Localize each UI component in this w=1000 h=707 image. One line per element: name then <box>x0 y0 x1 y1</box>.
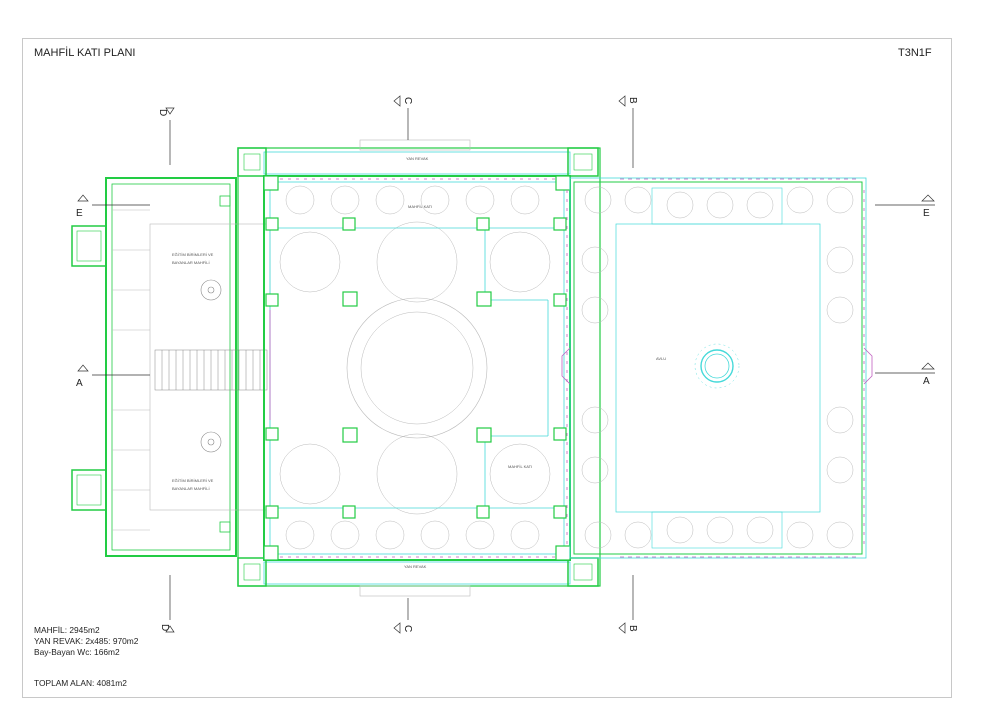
staircase <box>154 349 268 391</box>
fountain <box>700 349 734 383</box>
room-label: BAYANLAR MAHFİLİ <box>172 260 210 265</box>
left-annex <box>71 177 271 557</box>
room-label: MAHFİL KATI <box>408 204 432 209</box>
section-e-right: E <box>923 208 930 219</box>
wc-area: Bay-Bayan Wc: 166m2 <box>34 647 120 657</box>
sheet-frame <box>22 38 952 698</box>
section-c-bottom: C <box>402 625 413 632</box>
section-e-left: E <box>76 208 83 219</box>
room-label: BAYANLAR MAHFİLİ <box>172 486 210 491</box>
courtyard <box>561 177 873 559</box>
plan-title: MAHFİL KATI PLANI <box>34 47 136 59</box>
section-a-right: A <box>923 376 930 387</box>
section-d-top: D <box>157 109 168 116</box>
section-b-top: B <box>627 97 638 104</box>
yan-revak-area: YAN REVAK: 2x485: 970m2 <box>34 636 139 646</box>
section-markers <box>77 95 935 634</box>
total-area: TOPLAM ALAN: 4081m2 <box>34 678 127 688</box>
room-label: EĞİTİM BİRİMLERİ VE <box>172 252 214 257</box>
room-label: MAHFİL KATI <box>508 464 532 469</box>
section-d-bottom: D <box>159 624 170 631</box>
room-label: YAN REVAK <box>406 156 429 161</box>
section-c-top: C <box>402 97 413 104</box>
room-label: YAN REVAK <box>404 564 427 569</box>
mahfil-area: MAHFİL: 2945m2 <box>34 625 100 635</box>
room-label: AVLU <box>656 356 666 361</box>
section-b-bottom: B <box>627 625 638 632</box>
sheet-code: T3N1F <box>898 47 932 59</box>
section-a-left: A <box>76 378 83 389</box>
area-summary: MAHFİL: 2945m2 YAN REVAK: 2x485: 970m2 B… <box>34 625 138 658</box>
room-label: EĞİTİM BİRİMLERİ VE <box>172 478 214 483</box>
